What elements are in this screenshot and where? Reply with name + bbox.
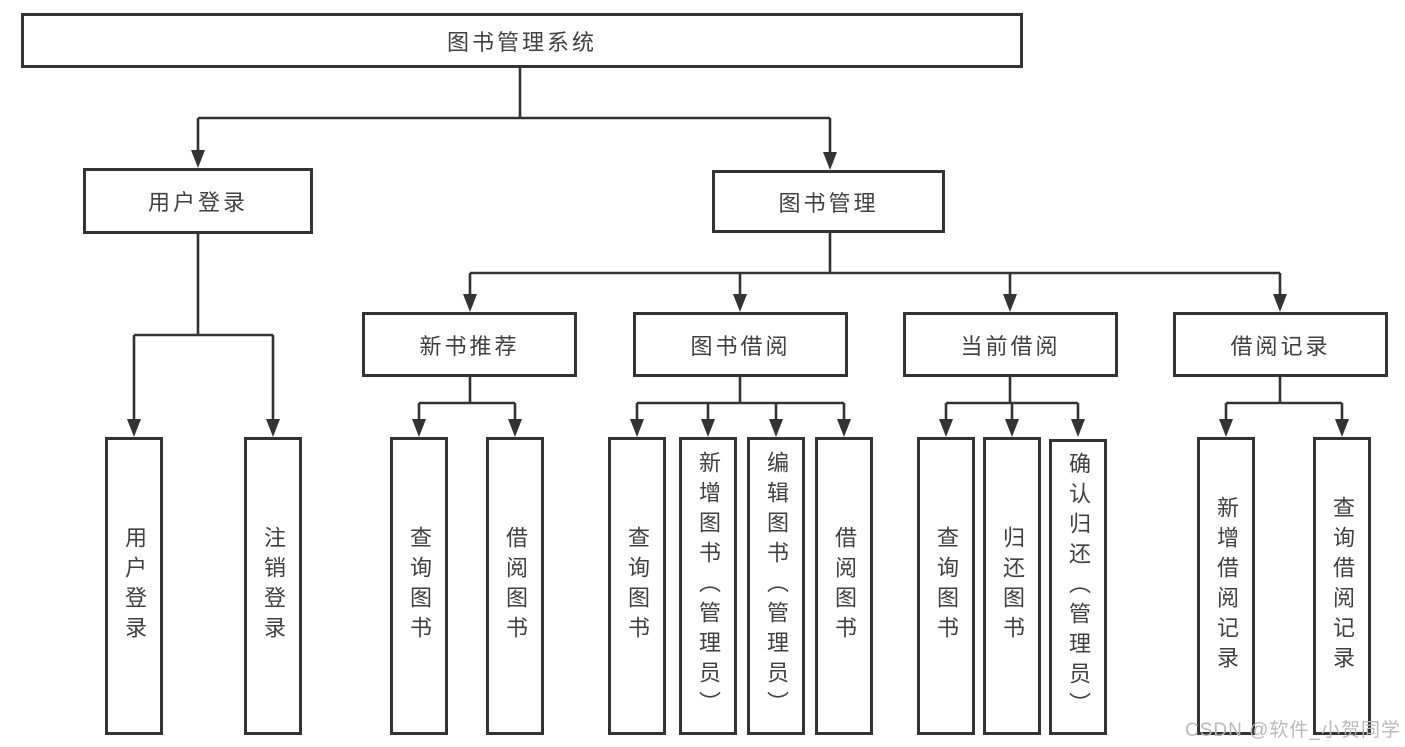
node-current-borrowing: 当前借阅 <box>903 312 1118 377</box>
node-logout: 注销登录 <box>244 437 302 735</box>
node-query-books-recommend: 查询图书 <box>390 437 448 735</box>
node-label: 图书管理系统 <box>446 29 597 55</box>
node-label: 用户登录 <box>122 526 147 646</box>
node-label: 注销登录 <box>261 526 286 646</box>
node-label: 查询图书 <box>407 526 432 646</box>
node-confirm-return-admin: 确认归还（管理员） <box>1049 439 1107 735</box>
node-label: 图书借阅 <box>690 333 791 359</box>
node-label: 借阅图书 <box>832 526 857 646</box>
node-book-borrowing: 图书借阅 <box>633 312 848 377</box>
node-book-management: 图书管理 <box>712 170 945 233</box>
node-label: 图书管理 <box>778 190 879 216</box>
node-label: 用户登录 <box>147 190 248 215</box>
node-label: 查询图书 <box>934 526 959 646</box>
node-edit-books-admin: 编辑图书（管理员） <box>747 437 805 735</box>
connector-path <box>132 68 1344 421</box>
node-label: 查询图书 <box>625 526 650 646</box>
node-new-book-recommend: 新书推荐 <box>362 312 577 377</box>
node-label: 编辑图书（管理员） <box>764 451 789 721</box>
node-return-books: 归还图书 <box>983 437 1041 735</box>
node-label: 新增图书（管理员） <box>696 451 721 721</box>
node-user-login: 用户登录 <box>105 437 163 735</box>
node-label: 归还图书 <box>1000 526 1025 646</box>
node-add-books-admin: 新增图书（管理员） <box>679 437 737 735</box>
node-label: 查询借阅记录 <box>1330 496 1355 676</box>
node-label: 新增借阅记录 <box>1214 496 1239 676</box>
node-query-books-current: 查询图书 <box>917 437 975 735</box>
node-label: 确认归还（管理员） <box>1066 452 1091 722</box>
node-borrowing-records: 借阅记录 <box>1173 312 1388 377</box>
node-label: 当前借阅 <box>960 333 1061 359</box>
node-query-books-borrowing: 查询图书 <box>608 437 666 735</box>
node-query-borrow-record: 查询借阅记录 <box>1313 437 1371 735</box>
node-library-management-system: 图书管理系统 <box>21 13 1023 68</box>
node-label: 新书推荐 <box>419 333 520 359</box>
node-add-borrow-record: 新增借阅记录 <box>1197 437 1255 735</box>
node-user-login-group: 用户登录 <box>83 168 313 234</box>
watermark: CSDN @软件_小贺同学 <box>1185 720 1401 741</box>
node-borrow-books-recommend: 借阅图书 <box>486 437 544 735</box>
node-label: 借阅图书 <box>503 526 528 646</box>
node-borrow-books-borrowing: 借阅图书 <box>815 437 873 735</box>
node-label: 借阅记录 <box>1230 333 1331 359</box>
